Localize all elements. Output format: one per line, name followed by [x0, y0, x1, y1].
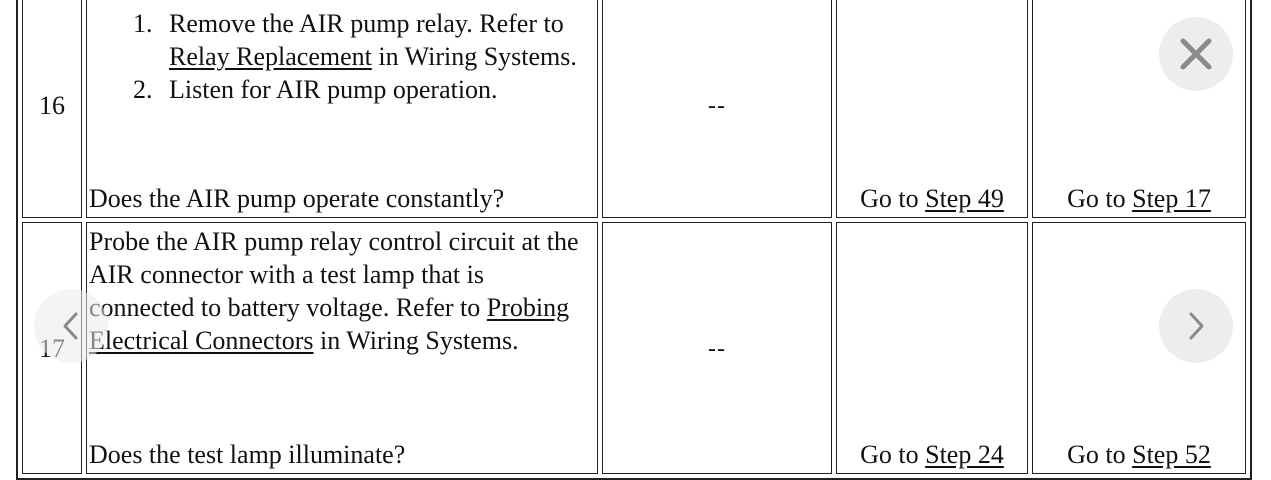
action-paragraph: Probe the AIR pump relay control circuit… — [89, 227, 579, 355]
table-row: 17 Probe the AIR pump relay control circ… — [22, 222, 1246, 474]
chevron-left-icon — [63, 312, 78, 340]
close-button[interactable] — [1159, 17, 1233, 91]
document-viewer: 16 Remove the AIR pump relay. Refer to R… — [0, 0, 1271, 446]
table-row: 16 Remove the AIR pump relay. Refer to R… — [22, 0, 1246, 218]
question-text: Does the test lamp illuminate? — [89, 440, 406, 469]
no-cell: Go to Step 17 — [1032, 0, 1246, 218]
previous-button[interactable] — [34, 289, 108, 363]
yes-cell: Go to Step 49 — [836, 0, 1028, 218]
goto-step-17-link[interactable]: Step 17 — [1132, 184, 1211, 213]
action-cell: Probe the AIR pump relay control circuit… — [86, 222, 598, 474]
list-item: Remove the AIR pump relay. Refer to Rela… — [159, 7, 597, 73]
goto-step-52-link[interactable]: Step 52 — [1132, 440, 1211, 469]
action-cell: Remove the AIR pump relay. Refer to Rela… — [86, 0, 598, 218]
goto-step-49-link[interactable]: Step 49 — [925, 184, 1004, 213]
value-cell: -- — [602, 222, 832, 474]
value-cell: -- — [602, 0, 832, 218]
next-button[interactable] — [1159, 289, 1233, 363]
question-text: Does the AIR pump operate constantly? — [89, 184, 505, 213]
action-list: Remove the AIR pump relay. Refer to Rela… — [87, 7, 597, 106]
yes-cell: Go to Step 24 — [836, 222, 1028, 474]
probing-electrical-connectors-link[interactable]: Probing Electrical Connectors — [89, 293, 570, 355]
close-icon — [1180, 38, 1212, 70]
goto-step-24-link[interactable]: Step 24 — [925, 440, 1004, 469]
relay-replacement-link[interactable]: Relay Replacement — [169, 42, 372, 71]
list-item: Listen for AIR pump operation. — [159, 73, 597, 106]
step-number: 16 — [22, 0, 82, 218]
diagnostic-table: 16 Remove the AIR pump relay. Refer to R… — [16, 0, 1252, 480]
chevron-right-icon — [1189, 312, 1204, 340]
